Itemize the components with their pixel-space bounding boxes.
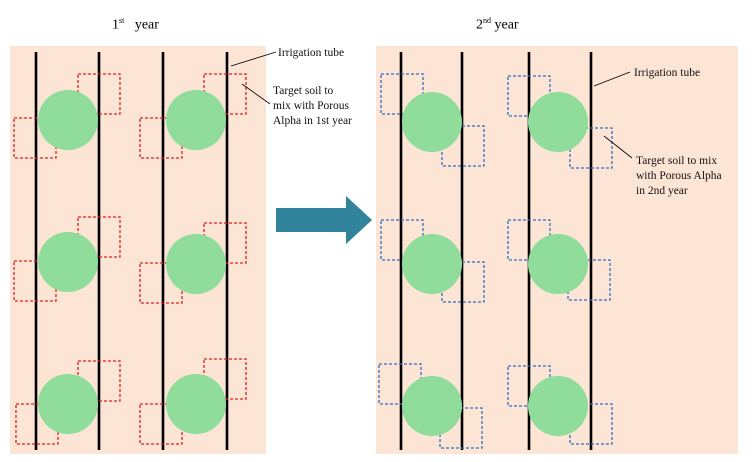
year2-plants	[402, 92, 588, 436]
plant-circle	[402, 234, 462, 294]
tube-label-leader	[230, 51, 277, 67]
year1-title: 1st year	[112, 16, 159, 33]
tube-label-leader	[593, 71, 631, 87]
target-soil-box	[77, 216, 121, 258]
target-label-leader	[603, 135, 633, 159]
target-soil-box	[441, 261, 485, 303]
year2-title: 2nd year	[476, 16, 519, 33]
year1-target-label-line: Alpha in 1st year	[273, 115, 352, 127]
target-label-leader	[241, 83, 271, 105]
year1-target-label-line: Target soil to	[273, 85, 334, 97]
target-soil-box	[77, 73, 121, 115]
plant-circle	[402, 92, 462, 152]
plant-circle	[402, 376, 462, 436]
year2-target-label: Target soil to mix with Porous Alpha in …	[636, 154, 722, 199]
plant-circle	[38, 374, 98, 434]
plant-circle	[38, 90, 98, 150]
plant-circle	[166, 90, 226, 150]
target-soil-box	[441, 125, 485, 167]
target-soil-box	[77, 360, 121, 402]
plant-circle	[166, 374, 226, 434]
plant-circle	[528, 376, 588, 436]
annotation-leader-lines	[230, 51, 633, 159]
target-soil-box	[569, 403, 613, 445]
plant-circle	[528, 92, 588, 152]
target-soil-box	[567, 259, 611, 301]
year1-plants	[38, 90, 226, 434]
year1-target-label: Target soil to mix with Porous Alpha in …	[273, 84, 352, 129]
year1-target-label-line: mix with Porous	[273, 100, 350, 112]
plant-circle	[528, 234, 588, 294]
plant-circle	[38, 232, 98, 292]
year2-target-label-line: with Porous Alpha	[636, 170, 722, 182]
year2-tube-label: Irrigation tube	[634, 67, 701, 79]
year2-target-label-line: in 2nd year	[636, 185, 688, 197]
target-soil-box	[569, 127, 613, 169]
plant-circle	[166, 234, 226, 294]
next-year-arrow	[276, 196, 372, 244]
year2-target-label-line: Target soil to mix	[636, 155, 718, 167]
year1-tube-label: Irrigation tube	[278, 47, 345, 59]
